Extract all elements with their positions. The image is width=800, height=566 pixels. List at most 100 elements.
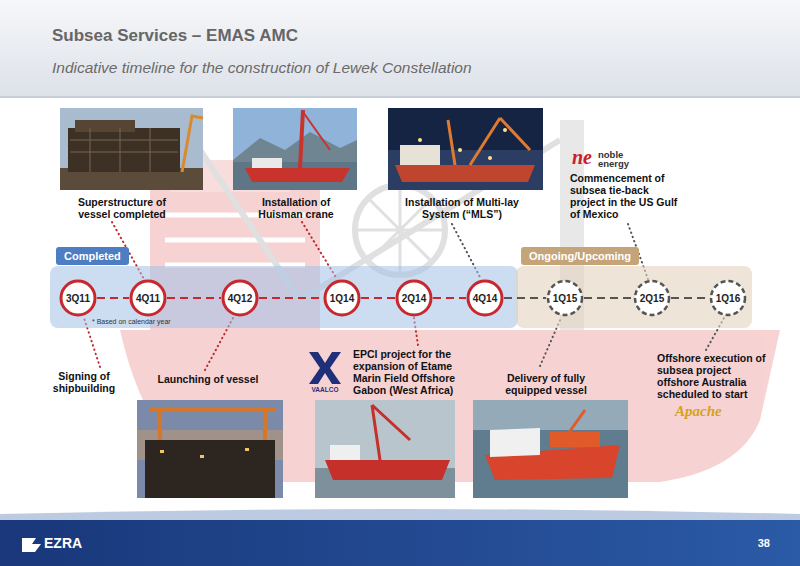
deck-house xyxy=(75,120,135,132)
circle-text-holder: 2Q14 xyxy=(395,279,433,317)
circle-text-holder: 1Q16 xyxy=(709,279,747,317)
quarter-label: 1Q16 xyxy=(716,293,740,304)
footnote: * Based on calendar year xyxy=(92,318,212,326)
light xyxy=(200,455,204,458)
vessel-hull xyxy=(395,165,535,182)
vaalco-logo-mark xyxy=(309,352,341,384)
quarter-label: 1Q14 xyxy=(330,293,354,304)
timeline-connector xyxy=(97,297,129,299)
timeline-connector xyxy=(361,297,395,299)
photo-sea xyxy=(233,162,357,190)
cranes xyxy=(448,118,530,165)
crane-boom xyxy=(303,112,330,150)
photo-dusk xyxy=(137,400,283,498)
client-logo: Apache xyxy=(675,403,755,420)
milestone-circle: 3Q11 xyxy=(59,279,97,317)
deck-house xyxy=(330,445,360,460)
quarter-label: 2Q14 xyxy=(402,293,426,304)
milestone-circle: 4Q14 xyxy=(466,279,504,317)
circle-shape xyxy=(131,281,165,315)
slide-subtitle: Indicative timeline for the construction… xyxy=(52,58,702,77)
logo-mark: ne xyxy=(572,146,602,168)
hull-block xyxy=(145,440,275,498)
photo-signing xyxy=(137,400,283,498)
client-logo: noble energy xyxy=(598,150,640,168)
band-tab: Completed xyxy=(56,247,129,265)
client-logo: VAALCO xyxy=(302,386,348,394)
photo-superstructure xyxy=(60,108,203,190)
circle-text-holder: 3Q11 xyxy=(59,279,97,317)
quarter-label: 4Q11 xyxy=(136,293,160,304)
quarter-label: 1Q15 xyxy=(553,293,577,304)
vessel-hull xyxy=(245,168,350,182)
milestone-note: Offshore execution of subsea project off… xyxy=(657,352,767,400)
company-logo: EZRA xyxy=(44,535,124,552)
milestone-circle: 2Q14 xyxy=(395,279,433,317)
timeline-connector xyxy=(584,297,633,299)
quarter-label: 3Q11 xyxy=(66,293,90,304)
circle-text-holder: 4Q14 xyxy=(466,279,504,317)
photo-mls xyxy=(388,108,543,190)
milestone-circle: 1Q14 xyxy=(323,279,361,317)
timeline-connector xyxy=(167,297,221,299)
circle-shape xyxy=(61,281,95,315)
circle-text-holder: 1Q14 xyxy=(323,279,361,317)
circle-shape xyxy=(468,281,502,315)
timeline-band: Ongoing/Upcoming1Q152Q151Q16 xyxy=(516,266,752,328)
deck-house xyxy=(490,428,540,457)
circle-shape xyxy=(325,281,359,315)
milestone-circle: 1Q16 xyxy=(709,279,747,317)
light xyxy=(418,138,422,142)
photo-sky xyxy=(315,400,455,498)
photo-huisman-crane xyxy=(233,108,357,190)
photo-sky xyxy=(473,400,628,430)
light xyxy=(245,448,249,451)
vessel-hull xyxy=(325,460,450,480)
hull-block xyxy=(68,128,180,172)
light xyxy=(160,450,164,453)
crane xyxy=(372,405,410,460)
deck-structure xyxy=(550,432,600,447)
mountains xyxy=(233,132,357,165)
circle-shape xyxy=(397,281,431,315)
circle-shape xyxy=(711,281,745,315)
milestone-circle: 2Q15 xyxy=(633,279,671,317)
milestone-circle: 4Q11 xyxy=(129,279,167,317)
ezra-logo-mark xyxy=(22,538,41,552)
band-title: Ongoing/Upcoming xyxy=(529,250,631,262)
footer-bar xyxy=(0,520,800,566)
timeline-connector xyxy=(504,297,546,299)
photo-sky xyxy=(60,108,203,190)
photo-sea xyxy=(473,400,628,498)
milestone-note: Superstructure of vessel completed xyxy=(62,196,182,220)
yard-crane xyxy=(182,116,203,172)
light xyxy=(488,156,492,160)
timeline-connector xyxy=(259,297,323,299)
milestone-note: Commencement of subsea tie-back project … xyxy=(570,172,678,220)
circle-shape xyxy=(635,281,669,315)
deck-house xyxy=(400,145,440,165)
milestone-note: Launching of vessel xyxy=(148,373,268,385)
circle-text-holder: 4Q11 xyxy=(129,279,167,317)
circle-text-holder: 2Q15 xyxy=(633,279,671,317)
circle-shape xyxy=(548,281,582,315)
milestone-note: Delivery of fully equipped vessel xyxy=(493,372,599,396)
circle-text-holder: 4Q12 xyxy=(221,279,259,317)
crane-mast xyxy=(300,110,303,168)
page-number: 38 xyxy=(730,537,770,550)
header-rule xyxy=(0,96,800,98)
light xyxy=(503,128,507,132)
milestone-note: Signing of shipbuilding xyxy=(44,370,124,394)
crane xyxy=(560,410,585,445)
milestone-circle: 4Q12 xyxy=(221,279,259,317)
milestone-note: Installation of Huisman crane xyxy=(240,196,352,220)
milestone-circle: 1Q15 xyxy=(546,279,584,317)
deck-house xyxy=(252,158,282,168)
header-panel xyxy=(0,0,800,96)
timeline-connector xyxy=(671,297,709,299)
circle-text-holder: 1Q15 xyxy=(546,279,584,317)
timeline-connector xyxy=(433,297,466,299)
